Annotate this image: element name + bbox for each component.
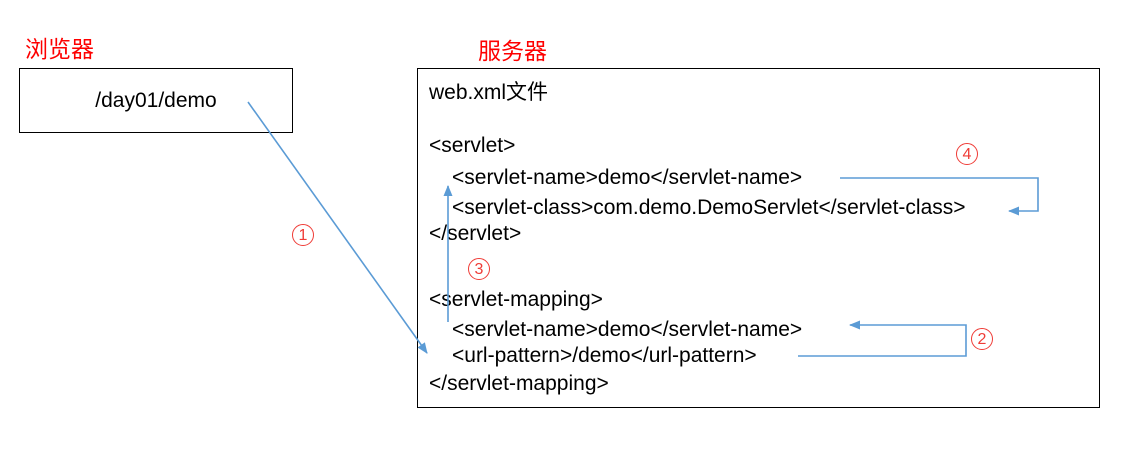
servlet-name-line: <servlet-name>demo</servlet-name>: [452, 166, 803, 189]
request-url-text: /day01/demo: [95, 88, 217, 112]
step-1-label: 1: [292, 224, 314, 246]
servlet-close-tag: </servlet>: [429, 222, 522, 245]
browser-box: /day01/demo: [19, 68, 293, 133]
webxml-file-title: web.xml文件: [429, 81, 549, 104]
step-2-label: 2: [971, 328, 993, 350]
mapping-servlet-name-line: <servlet-name>demo</servlet-name>: [452, 318, 803, 341]
arrow-1-request-to-url-pattern: [247, 101, 428, 354]
browser-title: 浏览器: [25, 36, 94, 62]
server-title: 服务器: [478, 38, 547, 64]
url-pattern-line: <url-pattern>/demo</url-pattern>: [452, 344, 757, 367]
servlet-class-line: <servlet-class>com.demo.DemoServlet</ser…: [452, 196, 966, 219]
step-4-label: 4: [956, 143, 978, 165]
mapping-open-tag: <servlet-mapping>: [429, 288, 603, 311]
servlet-open-tag: <servlet>: [429, 134, 516, 157]
mapping-close-tag: </servlet-mapping>: [429, 372, 609, 395]
step-3-label: 3: [468, 258, 490, 280]
server-box: [417, 68, 1100, 408]
